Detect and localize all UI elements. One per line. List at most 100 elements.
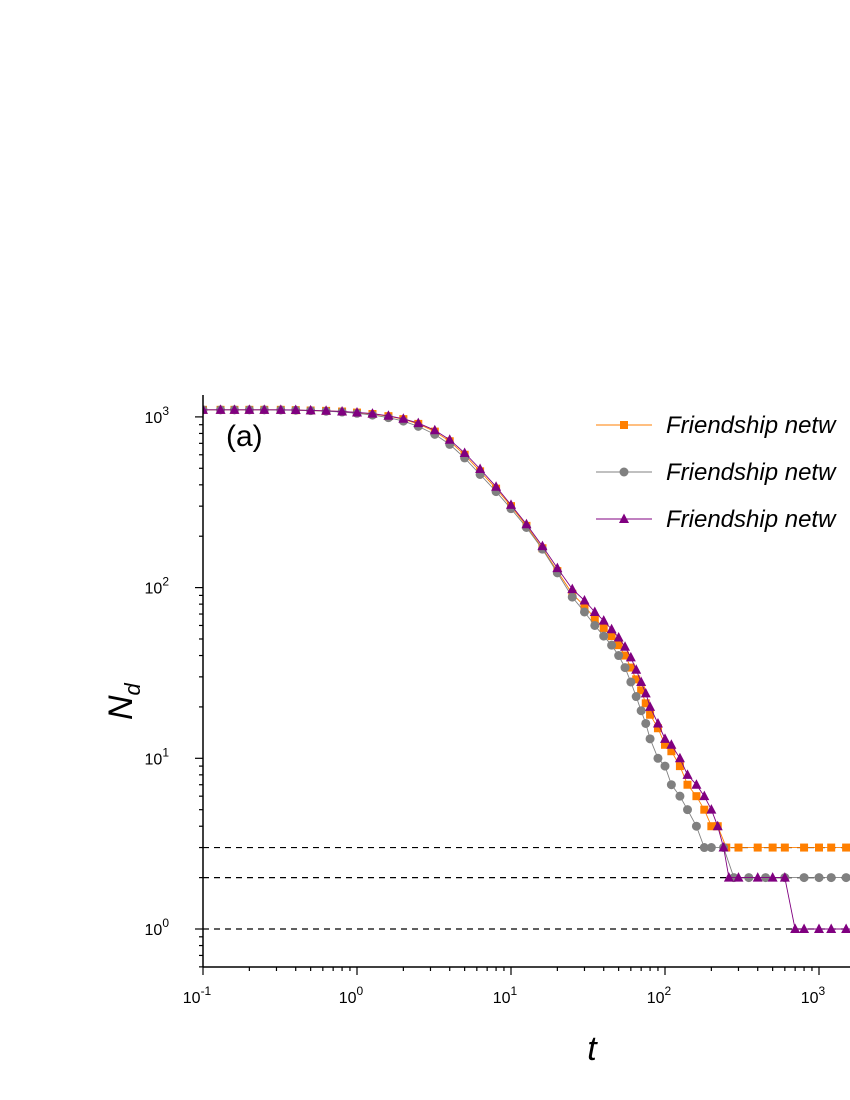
data-point	[475, 463, 486, 474]
data-point	[641, 699, 650, 708]
reference-lines	[203, 846, 850, 930]
data-point	[636, 706, 646, 716]
data-point	[599, 631, 609, 641]
data-point	[799, 873, 809, 883]
data-point	[620, 641, 631, 651]
data-point	[718, 842, 729, 852]
data-point	[723, 872, 734, 882]
x-tick-label: 103	[801, 984, 826, 1007]
data-point	[429, 424, 440, 435]
data-point	[632, 675, 641, 684]
data-point	[506, 499, 516, 509]
data-point	[734, 843, 743, 852]
legend-marker	[619, 467, 629, 477]
data-point	[444, 434, 455, 444]
data-point	[607, 632, 616, 641]
data-point	[674, 752, 685, 763]
panel-label: (a)	[226, 420, 263, 453]
data-point	[626, 677, 636, 687]
data-point	[691, 779, 702, 789]
data-point	[815, 843, 823, 852]
data-point	[652, 717, 663, 728]
data-point	[567, 583, 578, 594]
legend-label: Friendship netw	[666, 459, 837, 486]
data-point	[640, 687, 651, 698]
data-point	[552, 562, 563, 573]
data-point	[767, 872, 778, 882]
data-point	[826, 873, 836, 883]
data-point	[700, 805, 709, 814]
data-point	[707, 822, 716, 831]
data-point	[607, 640, 617, 650]
data-point	[598, 615, 609, 625]
data-point	[653, 724, 662, 733]
data-point	[631, 692, 641, 702]
data-point	[699, 790, 710, 801]
y-tick-label: 100	[145, 916, 170, 939]
y-tick-label: 101	[145, 745, 170, 768]
data-point	[660, 761, 670, 771]
data-point	[645, 701, 656, 711]
data-point	[666, 739, 677, 749]
data-point	[683, 805, 693, 815]
data-point	[275, 404, 286, 414]
data-point	[413, 417, 424, 428]
data-point	[398, 413, 409, 423]
data-point	[682, 769, 693, 779]
data-point	[706, 843, 716, 853]
legend-entry-3: Friendship netw	[596, 506, 837, 533]
data-point	[661, 740, 669, 749]
data-point	[352, 406, 362, 417]
data-point	[337, 405, 348, 416]
data-point	[620, 663, 630, 673]
legend-label: Friendship netw	[666, 412, 837, 439]
data-point	[244, 404, 255, 414]
data-point	[579, 607, 589, 617]
data-point	[367, 408, 378, 418]
data-point	[706, 804, 717, 814]
data-point	[589, 606, 600, 616]
y-tick-label: 103	[145, 404, 170, 427]
x-axis-title: t	[587, 1030, 598, 1068]
legend-label: Friendship netw	[666, 506, 837, 533]
data-point	[229, 404, 240, 414]
data-point	[259, 404, 270, 414]
data-point	[752, 872, 763, 882]
series-3	[203, 404, 850, 933]
data-point	[321, 405, 332, 415]
data-point	[826, 923, 837, 933]
data-point	[637, 686, 646, 695]
data-point	[827, 843, 836, 852]
data-series	[203, 404, 850, 933]
data-point	[606, 623, 617, 634]
data-point	[779, 872, 790, 882]
data-point	[667, 747, 676, 756]
data-point	[646, 710, 655, 719]
data-point	[666, 780, 676, 790]
data-point	[590, 614, 599, 623]
data-point	[215, 404, 226, 414]
legend-marker	[619, 513, 629, 523]
data-point	[733, 872, 744, 882]
data-point	[613, 632, 624, 642]
data-point	[653, 753, 663, 763]
series-3-line	[203, 409, 850, 930]
x-tick-label: 101	[493, 984, 518, 1007]
data-point	[521, 518, 532, 529]
data-point	[841, 923, 850, 933]
data-point	[780, 843, 789, 852]
data-point	[614, 651, 624, 661]
data-point	[675, 791, 685, 801]
data-point	[631, 664, 642, 674]
data-point	[699, 843, 709, 853]
data-point	[814, 873, 824, 883]
data-point	[625, 651, 636, 662]
data-point	[579, 595, 590, 605]
data-point	[768, 843, 777, 852]
y-tick-label: 102	[145, 575, 170, 598]
data-point	[590, 620, 600, 630]
data-point	[459, 447, 470, 457]
